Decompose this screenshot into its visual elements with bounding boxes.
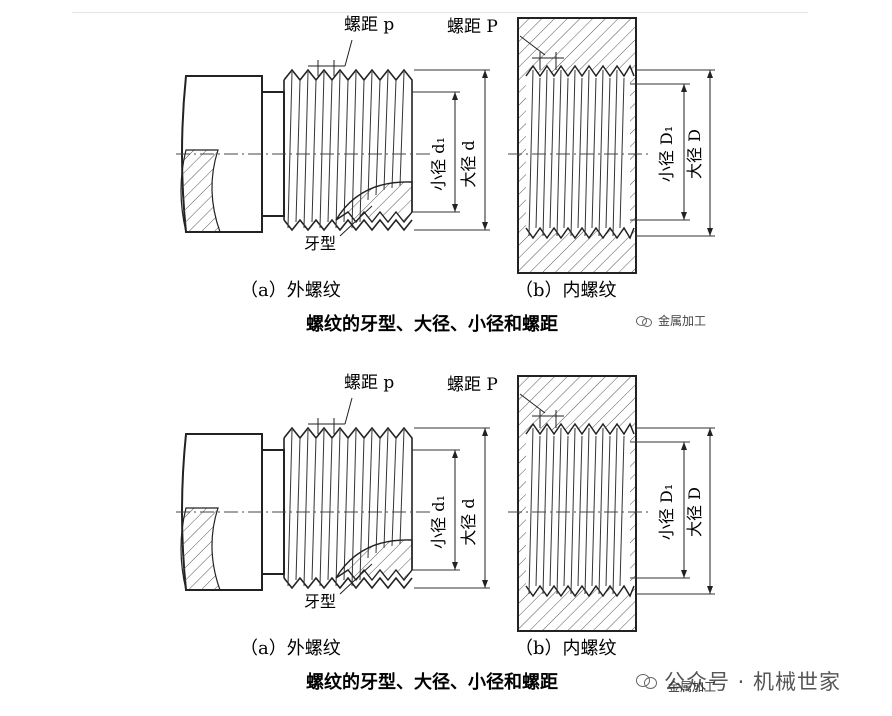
major-diameter-label-D: 大径 D <box>685 129 704 179</box>
major-diameter-label-d: 大径 d <box>459 498 478 545</box>
pitch-label-external: 螺距 p <box>344 15 394 35</box>
minor-diameter-label-d1: 小径 d₁ <box>429 137 448 191</box>
thread-diagram-bottom: 螺距 p 螺距 P 牙型 小径 d₁ 大径 d 小径 D₁ 大径 D （a）外螺… <box>176 373 715 693</box>
figure-bottom: 螺距 p 螺距 P 牙型 小径 d₁ 大径 d 小径 D₁ 大径 D （a）外螺… <box>0 358 892 716</box>
thread-diagram-top: 螺距 p 螺距 P 牙型 小径 d₁ 大径 d 小径 D₁ 大径 D （a）外螺… <box>176 15 715 335</box>
figure-title: 螺纹的牙型、大径、小径和螺距 <box>306 671 558 693</box>
external-thread-crests <box>283 426 413 590</box>
watermark-public-account: 公众号 · 机械世家 <box>636 666 841 696</box>
watermark-text: 金属加工 <box>658 314 707 328</box>
figure-title: 螺纹的牙型、大径、小径和螺距 <box>306 313 558 335</box>
watermark-top: 金属加工 <box>636 312 706 329</box>
major-diameter-label-d: 大径 d <box>459 140 478 187</box>
watermark-bottom: 金属加工 <box>668 680 717 694</box>
caption-external-thread: （a）外螺纹 <box>240 280 341 301</box>
minor-diameter-label-d1: 小径 d₁ <box>429 495 448 549</box>
external-thread-bolt <box>176 397 490 595</box>
thread-form-label: 牙型 <box>304 234 336 253</box>
internal-thread-nut <box>508 17 715 274</box>
wechat-icon <box>636 673 658 689</box>
figure-top: 螺距 p 螺距 P 牙型 小径 d₁ 大径 d 小径 D₁ 大径 D （a）外螺… <box>176 15 715 335</box>
wechat-icon <box>636 315 652 327</box>
external-thread-bolt <box>176 39 490 237</box>
major-diameter-label-D: 大径 D <box>685 487 704 537</box>
pitch-label-internal: 螺距 P <box>447 375 498 395</box>
watermark-public-text: 公众号 · 机械世家 <box>664 670 842 694</box>
external-thread-crests <box>283 68 413 232</box>
thread-form-label: 牙型 <box>304 592 336 611</box>
caption-internal-thread: （b）内螺纹 <box>515 280 617 301</box>
minor-diameter-label-D1: 小径 D₁ <box>657 126 676 182</box>
top-divider-line <box>72 12 808 13</box>
internal-thread-nut <box>508 375 715 632</box>
minor-diameter-label-D1: 小径 D₁ <box>657 484 676 540</box>
caption-external-thread: （a）外螺纹 <box>240 638 341 659</box>
caption-internal-thread: （b）内螺纹 <box>515 638 617 659</box>
pitch-label-external: 螺距 p <box>344 373 394 393</box>
pitch-label-internal: 螺距 P <box>447 17 498 37</box>
